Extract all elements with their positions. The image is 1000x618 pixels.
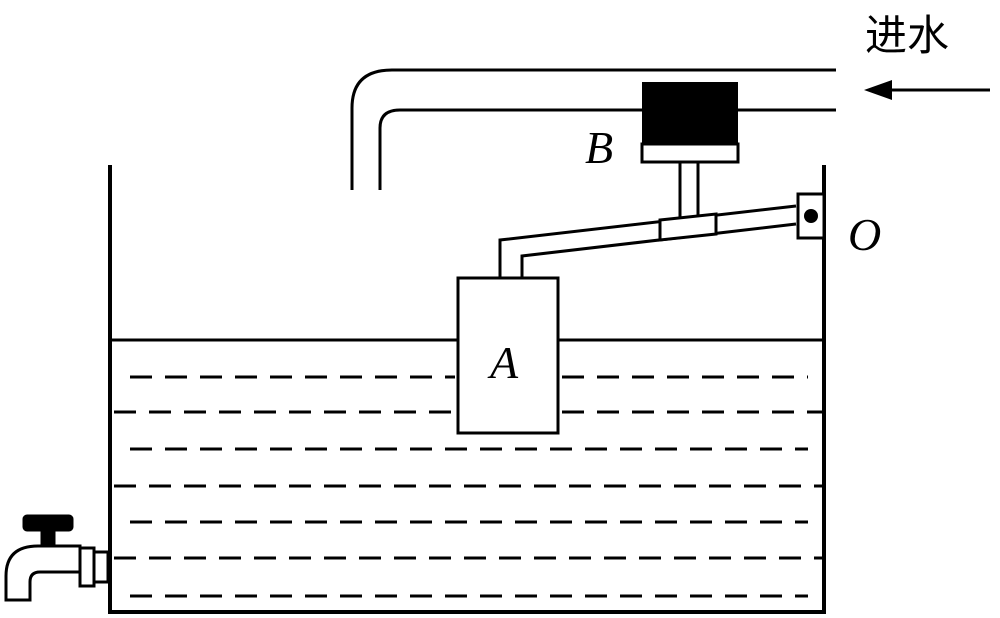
lever-joint (658, 212, 718, 242)
valve-label: B (585, 122, 613, 173)
tank (108, 165, 826, 614)
pivot-icon (796, 192, 826, 240)
lever-arm (498, 204, 797, 278)
float-a (456, 276, 560, 435)
faucet-icon (4, 514, 110, 602)
pivot-label: O (848, 209, 881, 260)
arrow-left-icon (864, 80, 990, 100)
valve-b (640, 82, 740, 164)
inlet-label: 进水 (865, 11, 949, 60)
valve-stem (678, 162, 700, 218)
inlet-pipe (350, 68, 836, 190)
water-body (114, 375, 822, 598)
float-label: A (487, 337, 519, 388)
